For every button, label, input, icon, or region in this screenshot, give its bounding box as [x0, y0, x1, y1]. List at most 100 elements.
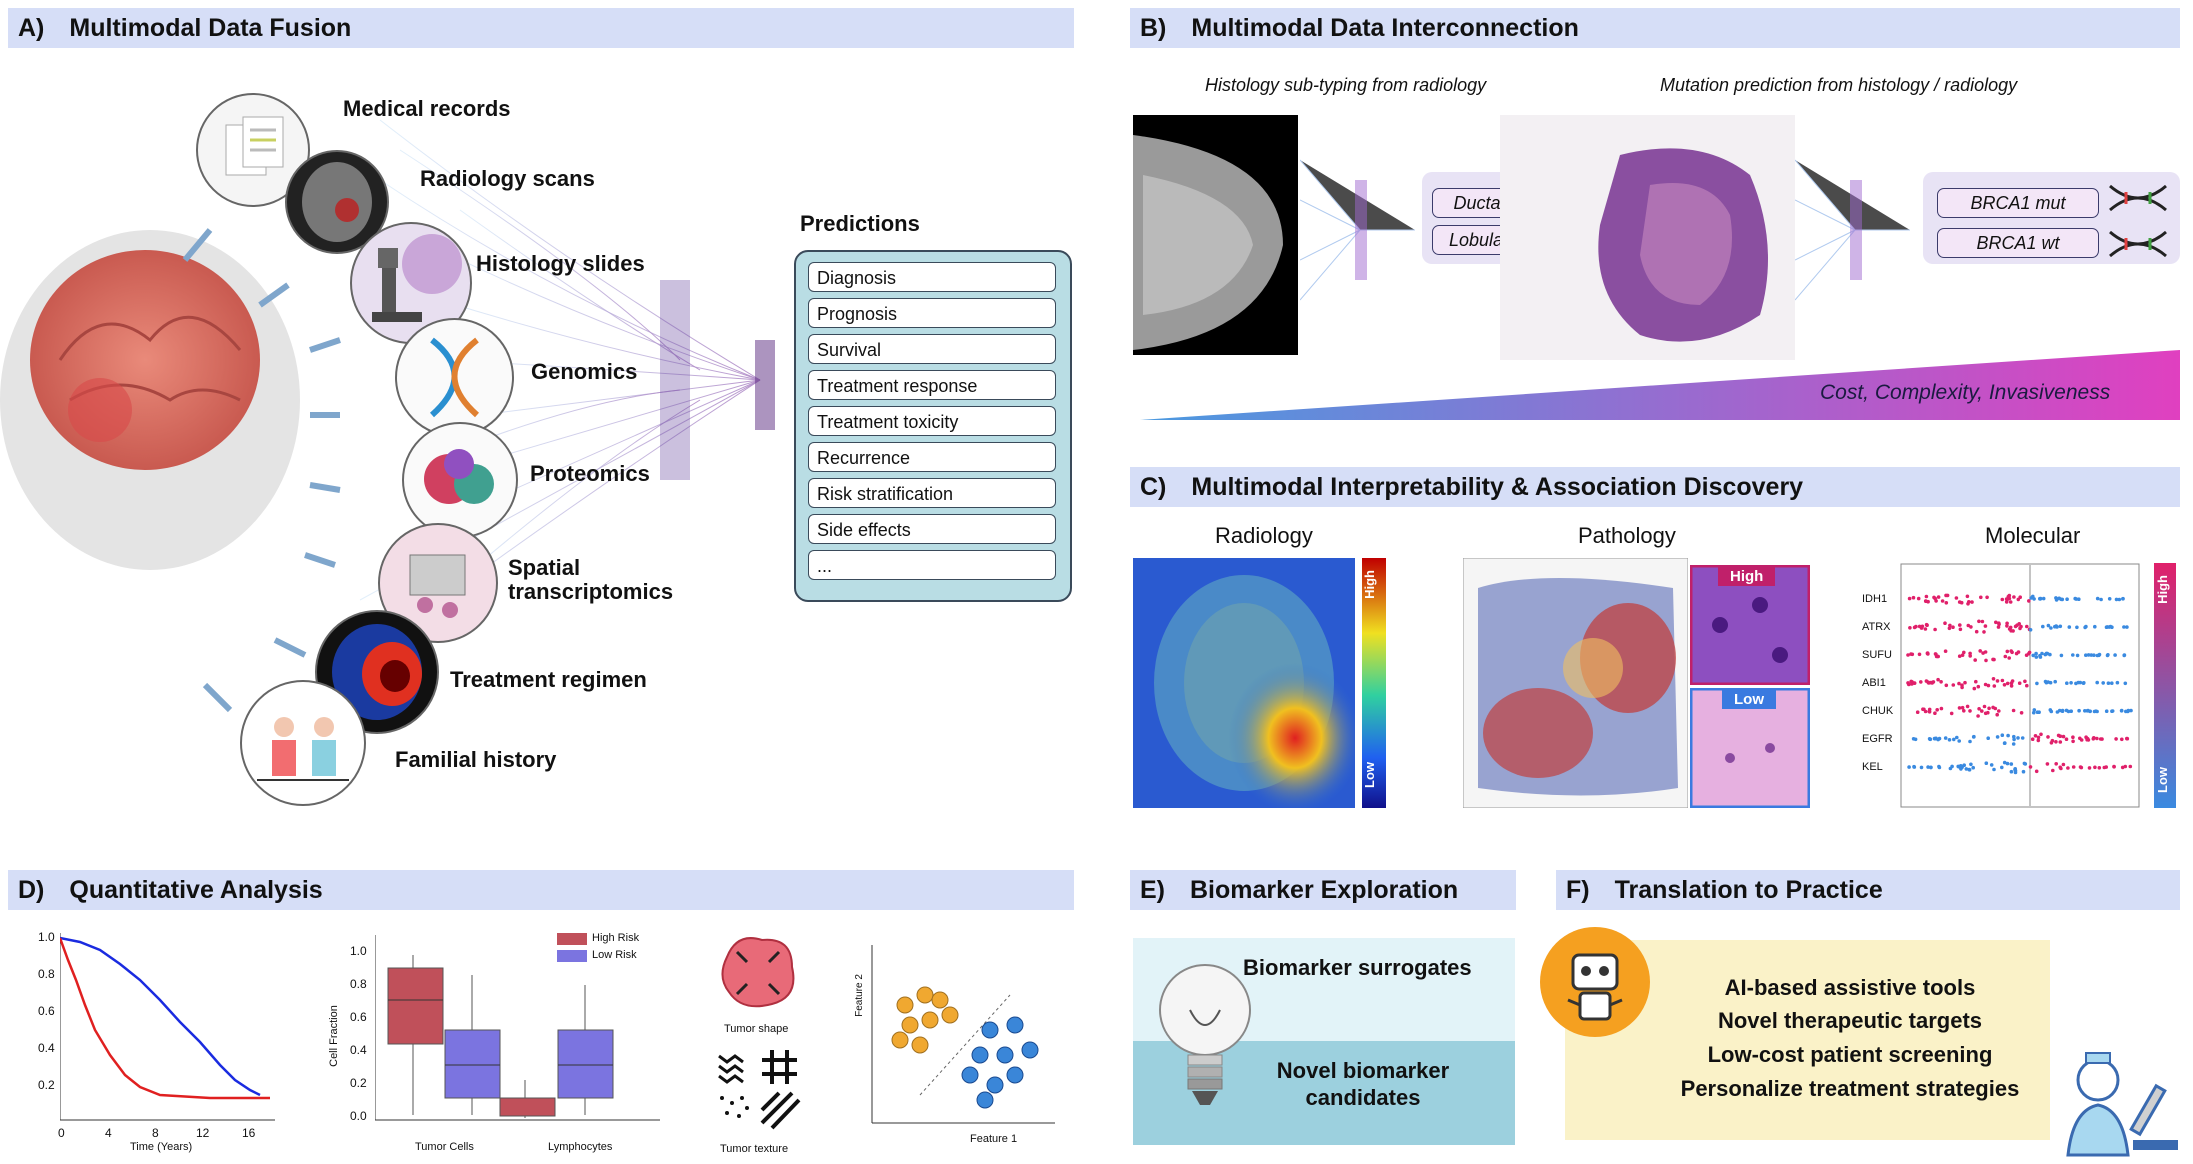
beeswarm-dot: [2007, 656, 2011, 660]
beeswarm-dot: [2054, 624, 2058, 628]
beeswarm-dot: [1986, 736, 1990, 740]
beeswarm-dot: [1936, 595, 1941, 599]
beeswarm-dot: [1944, 601, 1949, 605]
scatter-point-orange: [896, 996, 914, 1014]
beeswarm-dot: [1984, 658, 1988, 663]
beeswarm-dot: [1974, 629, 1979, 634]
beeswarm-dot: [1974, 679, 1978, 684]
translation-item: Personalize treatment strategies: [1680, 1076, 2020, 1101]
beeswarm-dot: [1989, 763, 1994, 767]
scatter-point-blue: [961, 1066, 979, 1084]
beeswarm-dot: [1926, 599, 1930, 604]
scatter-point-orange: [891, 1031, 909, 1049]
beeswarm-dot: [2114, 597, 2119, 602]
km-xtick: 0: [58, 1126, 65, 1140]
beeswarm-dot: [2074, 681, 2078, 686]
beeswarm-dot: [2019, 624, 2023, 629]
beeswarm-dot: [2008, 600, 2013, 604]
colorbar-low-label: Low: [1362, 762, 1377, 788]
scatter-point-blue: [971, 1046, 989, 1064]
km-ytick: 0.4: [38, 1041, 55, 1055]
source-label-spatial-transcriptomics: Spatial transcriptomics: [508, 555, 674, 604]
beeswarm-dot: [1995, 735, 2000, 739]
beeswarm-dot: [2122, 653, 2126, 658]
beeswarm-dot: [2040, 651, 2044, 656]
beeswarm-dot: [2126, 709, 2130, 714]
beeswarm-dot: [2122, 625, 2126, 629]
beeswarm-dot: [2069, 681, 2073, 685]
prediction-item: Risk stratification: [808, 478, 1056, 508]
beeswarm-dot: [1996, 625, 2001, 629]
beeswarm-dot: [1962, 709, 1966, 713]
beeswarm-dot: [1979, 595, 1983, 600]
beeswarm-dot: [2031, 594, 2035, 599]
beeswarm-dot: [1934, 736, 1938, 741]
beeswarm-dot: [2007, 593, 2012, 598]
network-fan-2: [1795, 159, 1910, 301]
beeswarm-dot: [2015, 623, 2019, 627]
panel-e-header: E) Biomarker Exploration: [1130, 870, 1516, 910]
beeswarm-dot: [2071, 735, 2075, 739]
beeswarm-dot: [1963, 680, 1967, 685]
beeswarm-dot: [2117, 597, 2122, 602]
beeswarm-dot: [2054, 762, 2058, 766]
patch-high-label: High: [1718, 567, 1776, 586]
beeswarm-dot: [1907, 596, 1912, 601]
beeswarm-dot: [2016, 736, 2020, 740]
beeswarm-dot: [2061, 762, 2066, 767]
beeswarm-dot: [1995, 679, 2000, 683]
panel-f-header: F) Translation to Practice: [1556, 870, 2180, 910]
beeswarm-dot: [2075, 625, 2079, 630]
beeswarm-dot: [1981, 651, 1985, 655]
beeswarm-dot: [2065, 681, 2069, 685]
beeswarm-dot: [2007, 596, 2012, 601]
caption-histology-subtyping: Histology sub-typing from radiology: [1205, 75, 1487, 95]
beeswarm-dot: [1926, 652, 1930, 656]
beeswarm-dot: [2008, 625, 2013, 630]
beeswarm-dot: [2081, 681, 2086, 685]
gene-label: ABI1: [1862, 677, 1886, 689]
beeswarm-dot: [1978, 649, 1982, 653]
beeswarm-dot: [2004, 597, 2009, 601]
familial-history-icon: [240, 680, 366, 806]
beeswarm-dot: [2009, 649, 2013, 653]
boxplot-ytick: 1.0: [350, 944, 367, 958]
beeswarm-dot: [2016, 650, 2021, 654]
translation-item: AI-based assistive tools: [1724, 975, 1976, 1000]
beeswarm-dot: [1912, 681, 1917, 685]
prediction-item: Treatment response: [808, 370, 1056, 400]
beeswarm-dot: [2095, 596, 2100, 601]
beeswarm-dot: [2019, 711, 2024, 715]
beeswarm-dot: [1933, 627, 1937, 632]
boxplot-legend-swatch-low: [557, 950, 587, 962]
beeswarm-dot: [1952, 737, 1956, 742]
beeswarm-dot: [2079, 765, 2084, 770]
beeswarm-dot: [1907, 682, 1911, 687]
gene-label: CHUK: [1862, 705, 1894, 717]
beeswarm-dot: [2044, 651, 2049, 656]
beeswarm-dot: [2110, 709, 2114, 713]
beeswarm-dot: [2031, 653, 2035, 658]
boxplot-category: Lymphocytes: [548, 1141, 613, 1153]
gene-label: SUFU: [1862, 649, 1892, 661]
prediction-item: Recurrence: [808, 442, 1056, 472]
beeswarm-dot: [1927, 737, 1932, 741]
beeswarm-dot: [2012, 734, 2016, 739]
beeswarm-dot: [2036, 738, 2041, 743]
beeswarm-dot: [1909, 679, 1913, 684]
beeswarm-dot: [1957, 706, 1962, 710]
beeswarm-dot: [2004, 600, 2009, 604]
beeswarm-dot: [2125, 736, 2130, 741]
beeswarm-dot: [1962, 650, 1966, 655]
beeswarm-dot: [2046, 735, 2050, 739]
beeswarm-dot: [1987, 706, 1991, 711]
beeswarm-dot: [2095, 680, 2099, 685]
beeswarm-dot: [1914, 624, 1918, 629]
km-ytick: 0.8: [38, 967, 55, 981]
pathology-heatmap: [1463, 558, 1688, 808]
patch-low-label: Low: [1722, 690, 1776, 709]
beeswarm-dot: [2036, 735, 2041, 740]
beeswarm-dot: [2115, 680, 2120, 685]
beeswarm-dot: [2043, 679, 2048, 684]
beeswarm-dot: [2027, 599, 2031, 603]
